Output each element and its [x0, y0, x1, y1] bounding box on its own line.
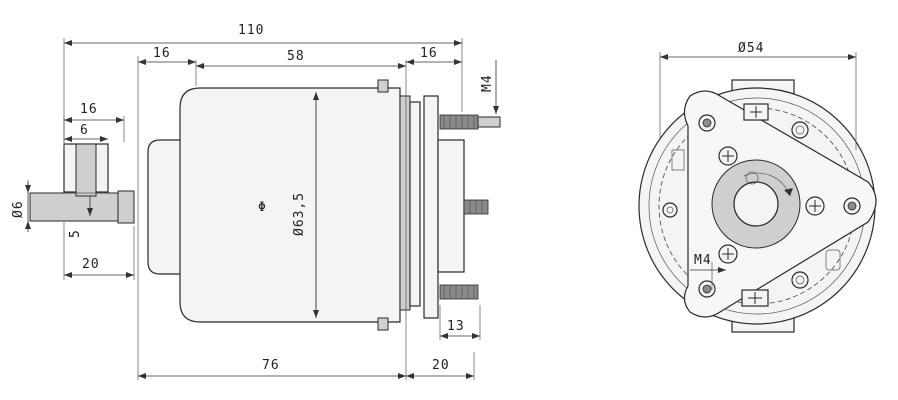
label-63: Ø63,5 — [292, 192, 307, 236]
bottom-tab — [377, 317, 389, 331]
label-16-right: 16 — [420, 46, 438, 61]
terminal-block — [437, 139, 465, 273]
label-13: 13 — [447, 319, 465, 334]
rear-cover — [147, 139, 187, 275]
screw-lower — [718, 244, 738, 264]
label-110: 110 — [238, 23, 264, 38]
label-76: 76 — [262, 358, 280, 373]
label-20-terminal: 20 — [432, 358, 450, 373]
label-m4-side: M4 — [480, 74, 495, 92]
label-16-left: 16 — [153, 46, 171, 61]
side-feature-left — [671, 149, 685, 171]
screw-right — [805, 196, 825, 216]
label-6: 6 — [80, 123, 89, 138]
cap-mark — [745, 171, 759, 185]
label-5: 5 — [68, 229, 83, 238]
label-phi6: Ø6 — [11, 200, 26, 218]
label-phi54: Ø54 — [738, 41, 764, 56]
hole-lower — [791, 271, 809, 289]
motor-body — [179, 87, 401, 323]
label-58: 58 — [287, 49, 305, 64]
hole-left — [662, 202, 678, 218]
bolt-hole-right — [843, 197, 861, 215]
label-m4-front: M4 — [694, 253, 712, 268]
center-mark: Φ — [258, 200, 267, 215]
terminal-bracket-bottom — [741, 289, 769, 307]
bottom-stud — [439, 284, 479, 300]
label-20-shaft: 20 — [82, 257, 100, 272]
bolt-hole-bottom-left — [698, 280, 716, 298]
label-16-shaft: 16 — [80, 102, 98, 117]
flange-ring — [399, 95, 411, 311]
screw-upper — [718, 146, 738, 166]
middle-stud — [463, 199, 489, 215]
flange-plate — [409, 101, 421, 307]
front-hub-inner — [733, 181, 779, 227]
front-view: Ø54 M4 — [638, 41, 877, 333]
hole-upper — [791, 121, 809, 139]
shaft-key — [75, 143, 97, 197]
top-tab — [377, 79, 389, 93]
side-feature-right — [825, 249, 841, 271]
bolt-hole-top-left — [698, 114, 716, 132]
shaft-collar — [117, 190, 135, 224]
terminal-bracket-top — [743, 103, 769, 121]
shaft — [29, 192, 131, 222]
side-view: 110 16 58 16 16 6 20 76 20 13 Ø63,5 M4 Ø… — [11, 23, 501, 380]
mount-plate — [423, 95, 439, 319]
top-stud — [439, 114, 501, 130]
